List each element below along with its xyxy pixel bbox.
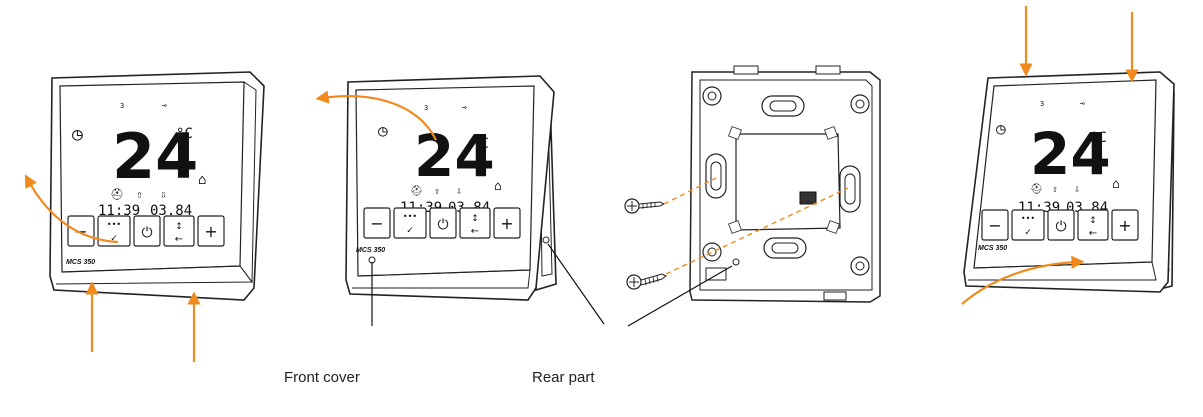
check-icon-2: ✓ [406,226,414,236]
temperature-value-2: 24 [414,122,495,190]
model-label: MCS 350 [66,259,95,266]
power-button-2[interactable] [429,207,457,239]
menu-button-2[interactable] [393,207,427,239]
unit-label: °C [176,126,193,142]
program-number: 3 [120,102,124,110]
central-opening [735,133,841,231]
back-arrow-icon: ← [175,234,183,245]
check-icon-4: ✓ [1024,228,1032,238]
up-arrow-icon-2: ⇧ [434,186,440,197]
key-icon-4: ⊸ [1080,99,1085,108]
plus-glyph-2: + [500,214,513,233]
back-arrow-icon-2: ← [471,226,479,237]
plus-glyph: + [204,222,217,241]
power-button[interactable] [133,215,161,247]
thermostat-panel-4: 3 ⊸ ◷ 24 °C ⌂ ⛑ ⇧ ⇩ 11:39 03.84 − ••• ✓ … [961,6,1175,305]
down-arrow-icon-4: ⇩ [1074,184,1080,195]
back-arrow-icon-4: ← [1089,228,1097,239]
date-display: 03.84 [150,203,192,219]
unit-label-4: °C [1090,130,1107,146]
temperature-value-4: 24 [1030,120,1111,188]
program-number-4: 3 [1040,100,1044,108]
thermostat-panel-1: 3 ⊸ ◷ 24 °C ⌂ ⛑ ⇧ ⇩ 11:39 03.84 − ••• ✓ … [24,71,265,362]
program-number-2: 3 [424,104,428,112]
key-icon-2: ⊸ [462,103,467,112]
front-cover-label: Front cover [284,369,360,386]
up-arrow-icon: ⇧ [136,188,143,201]
minus-glyph-4: − [988,216,1001,235]
minus-button[interactable] [67,215,95,247]
plus-button-4[interactable] [1111,209,1139,241]
key-icon: ⊸ [162,101,167,110]
model-label-4: MCS 350 [978,245,1007,252]
menu-glyph-4: ••• [1021,214,1035,223]
rear-part-leader-2 [627,265,733,327]
power-button-4[interactable] [1047,209,1075,241]
rear-plate-panel [624,65,881,327]
curved-arrow-1 [24,174,119,244]
screw-bottom [626,273,667,290]
up-arrow-icon-4: ⇧ [1052,184,1058,195]
screw-top [624,198,666,214]
plus-glyph-4: + [1118,216,1131,235]
settings-glyph-4: ↕ [1089,216,1097,226]
power-glyph-2: ⏻ [437,217,448,233]
power-glyph-4: ⏻ [1055,219,1066,235]
down-arrow-icon: ⇩ [160,188,167,201]
settings-glyph-2: ↕ [471,214,479,224]
minus-glyph: − [74,222,87,241]
check-icon: ✓ [110,234,118,244]
menu-button[interactable] [97,215,131,247]
menu-glyph-2: ••• [403,212,417,221]
home-icon: ⌂ [198,172,206,188]
menu-button-4[interactable] [1011,209,1045,241]
curved-arrow-2 [315,90,437,141]
plus-button[interactable] [197,215,225,247]
clock-icon-4: ◷ [996,119,1006,138]
settings-button-4[interactable] [1077,209,1109,241]
settings-button[interactable] [163,215,195,247]
cap-icon-2: ⛑ [410,185,423,197]
home-icon-4: ⌂ [1112,177,1120,192]
settings-glyph: ↕ [175,222,183,232]
sensor-chip [799,191,817,205]
home-icon-2: ⌂ [494,179,502,194]
cap-icon-4: ⛑ [1030,183,1043,195]
cap-icon: ⛑ [110,188,124,201]
power-glyph: ⏻ [141,225,152,241]
clock-icon-2: ◷ [378,121,388,140]
time-display: 11:39 [98,203,140,219]
rear-part-leader-1 [547,243,605,325]
curved-arrow-4 [961,255,1085,305]
screw-guide-top [663,177,717,205]
plus-button-2[interactable] [493,207,521,239]
thermostat-panel-2: 3 ⊸ ◷ 24 °C ⌂ ⛑ ⇧ ⇩ 11:39 03.84 − ••• ✓ … [315,75,605,326]
temperature-value: 24 [112,120,198,193]
minus-glyph-2: − [370,214,383,233]
down-arrow-icon-2: ⇩ [456,186,462,197]
rear-part-label: Rear part [532,369,595,386]
settings-button-2[interactable] [459,207,491,239]
screw-guide-bottom [665,187,849,275]
minus-button-2[interactable] [363,207,391,239]
minus-button-4[interactable] [981,209,1009,241]
menu-glyph: ••• [107,220,121,229]
model-label-2: MCS 350 [356,247,385,254]
clock-icon: ◷ [72,124,83,145]
unit-label-2: °C [472,136,489,152]
